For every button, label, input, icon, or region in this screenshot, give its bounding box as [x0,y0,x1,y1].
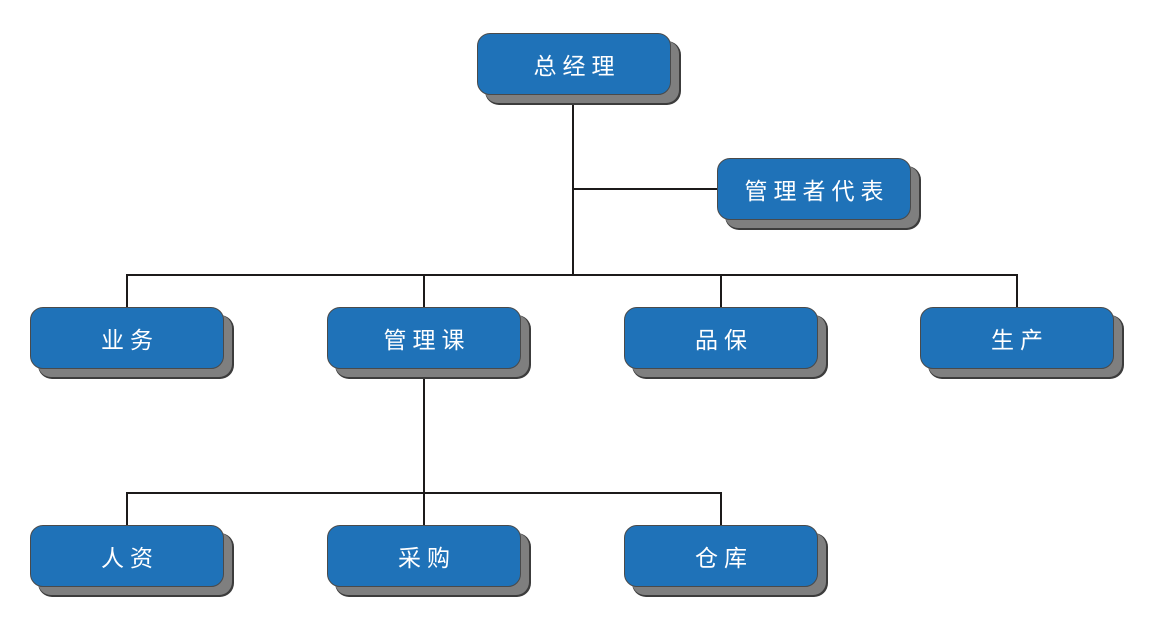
connector-management-to-row3 [423,369,425,525]
connector-row2-bus [126,274,1018,276]
node-label: 总经理 [533,54,621,80]
node-management-representative: 管理者代表 [717,158,911,220]
node-production: 生产 [920,307,1114,369]
connector-drop-warehouse [720,492,722,525]
node-human-resources: 人资 [30,525,224,587]
node-label: 品保 [695,328,753,354]
connector-row3-bus [126,492,722,494]
node-warehouse: 仓库 [624,525,818,587]
node-label: 管理课 [383,328,471,354]
node-quality-assurance: 品保 [624,307,818,369]
connector-drop-hr [126,492,128,525]
connector-drop-qa [720,274,722,307]
connector-drop-business [126,274,128,307]
node-label: 业务 [101,328,159,354]
node-management-section: 管理课 [327,307,521,369]
node-business: 业务 [30,307,224,369]
connector-gm-to-bus [572,95,574,276]
node-label: 管理者代表 [744,179,890,205]
node-label: 生产 [991,328,1049,354]
connector-gm-to-rep [572,188,717,190]
node-label: 采购 [398,546,456,572]
connector-drop-production [1016,274,1018,307]
node-label: 人资 [101,546,159,572]
node-general-manager: 总经理 [477,33,671,95]
connector-drop-management [423,274,425,307]
node-label: 仓库 [695,546,753,572]
node-purchasing: 采购 [327,525,521,587]
